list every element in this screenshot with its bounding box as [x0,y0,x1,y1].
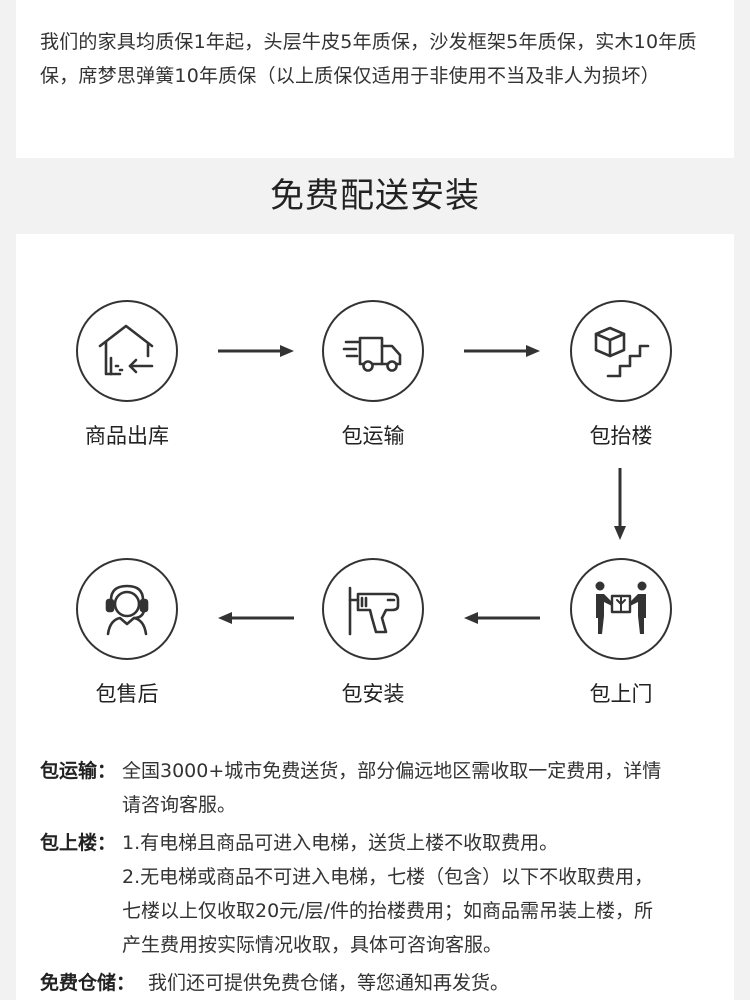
step-label: 包运输 [341,424,405,448]
step-label: 包抬楼 [589,424,653,448]
flow-arrow-down-icon [614,468,626,540]
term-line: 请咨询客服。 [122,794,237,816]
step-installation: 包安装 [320,558,426,708]
term-line: 七楼以上仅收取20元/层/件的抬楼费用；如商品需吊装上楼，所 [122,900,653,922]
flow-arrow-left-icon [464,612,540,624]
drill-icon [348,586,400,636]
term-key: 包上楼： [40,832,117,854]
service-flow-card: 商品出库 包运输 [16,234,734,1000]
step-after-sales: 包售后 [74,558,180,708]
warranty-card: 我们的家具均质保1年起，头层牛皮5年质保，沙发框架5年质保，实木10年质保，席梦… [16,0,734,158]
step-label: 商品出库 [85,424,169,448]
flow-arrow-left-icon [218,612,294,624]
handover-icon [595,581,647,634]
step-label: 包售后 [95,682,159,706]
service-terms: 包运输： 全国3000+城市免费送货，部分偏远地区需收取一定费用，详情 请咨询客… [40,754,716,1000]
term-line: 我们还可提供免费仓储，等您通知再发货。 [148,972,510,994]
step-upstairs: 包抬楼 [568,300,674,450]
term-line: 全国3000+城市免费送货，部分偏远地区需收取一定费用，详情 [122,760,662,782]
stairs-box-icon [594,326,650,378]
term-key: 免费仓储： [40,972,136,994]
step-door-delivery: 包上门 [568,558,674,708]
step-transport: 包运输 [320,300,426,450]
headset-agent-icon [105,584,149,636]
term-upstairs: 包上楼： 1.有电梯且商品可进入电梯，送货上楼不收取费用。 2.无电梯或商品不可… [40,826,716,962]
delivery-truck-icon [342,336,402,372]
term-line: 2.无电梯或商品不可进入电梯，七楼（包含）以下不收取费用， [122,866,654,888]
flow-arrow-right-icon [218,345,294,357]
warehouse-icon [98,324,154,376]
term-line: 产生费用按实际情况收取，具体可咨询客服。 [122,934,503,956]
warranty-text: 我们的家具均质保1年起，头层牛皮5年质保，沙发框架5年质保，实木10年质保，席梦… [40,31,697,87]
term-key: 包运输： [40,760,117,782]
step-label: 包安装 [341,682,405,706]
section-title: 免费配送安装 [270,176,480,216]
term-storage: 免费仓储： 我们还可提供免费仓储，等您通知再发货。 [40,966,716,1000]
step-warehouse-out: 商品出库 [74,300,180,450]
term-transport: 包运输： 全国3000+城市免费送货，部分偏远地区需收取一定费用，详情 请咨询客… [40,754,716,822]
term-line: 1.有电梯且商品可进入电梯，送货上楼不收取费用。 [122,832,559,854]
step-label: 包上门 [589,682,653,706]
flow-arrow-right-icon [464,345,540,357]
